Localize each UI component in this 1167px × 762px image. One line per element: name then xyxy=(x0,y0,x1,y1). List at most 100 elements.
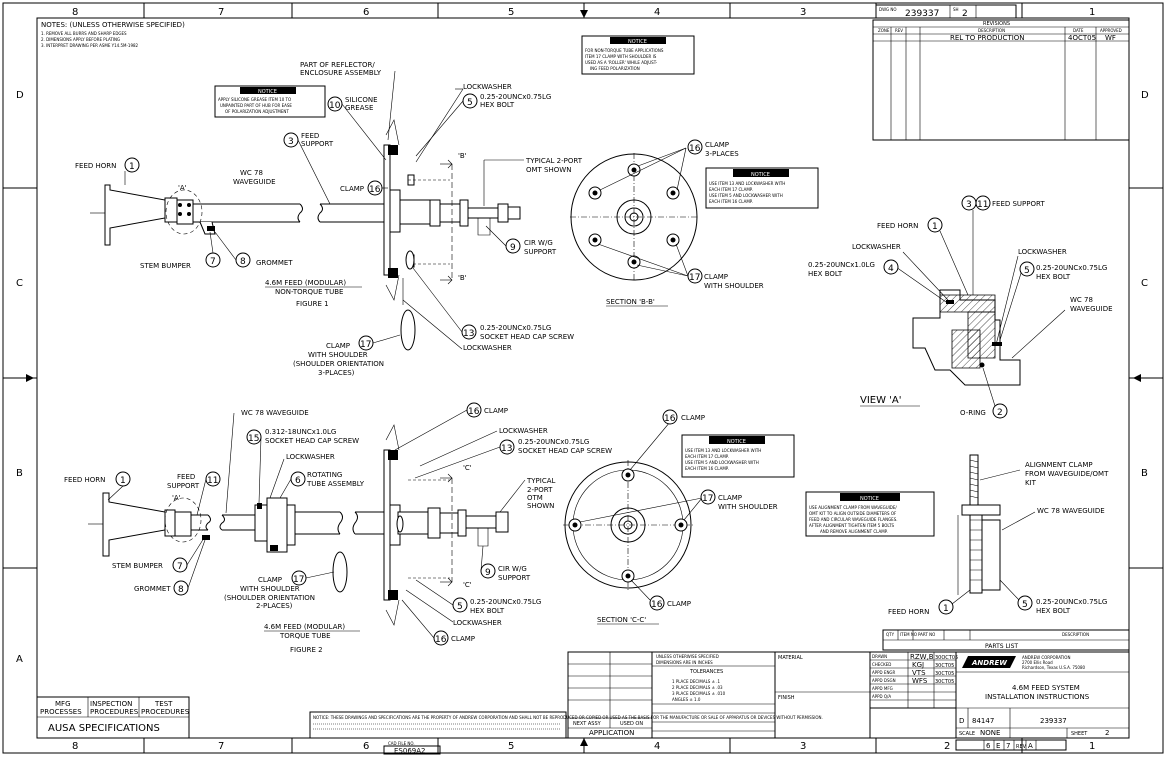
svg-text:15: 15 xyxy=(248,434,259,444)
svg-text:OF POLARIZATION ADJUSTMENT: OF POLARIZATION ADJUSTMENT xyxy=(225,109,289,114)
svg-text:FROM WAVEGUIDE/OMT: FROM WAVEGUIDE/OMT xyxy=(1025,470,1109,478)
col-label: 5 xyxy=(508,741,514,752)
svg-text:CLAMP: CLAMP xyxy=(326,342,350,350)
svg-text:HEX BOLT: HEX BOLT xyxy=(1036,273,1071,281)
svg-text:FEED AND CIRCULAR WAVEGUIDE FL: FEED AND CIRCULAR WAVEGUIDE FLANGES. xyxy=(809,517,898,522)
col-label: 6 xyxy=(363,741,369,752)
svg-text:CLAMP: CLAMP xyxy=(484,407,508,415)
svg-text:LOCKWASHER: LOCKWASHER xyxy=(463,83,512,91)
svg-text:16: 16 xyxy=(468,407,480,417)
svg-text:AND REMOVE ALIGNMENT CLAMP.: AND REMOVE ALIGNMENT CLAMP. xyxy=(820,529,888,534)
svg-text:2: 2 xyxy=(1105,729,1109,737)
svg-text:0.25-20UNCx0.75LG: 0.25-20UNCx0.75LG xyxy=(1036,264,1107,272)
svg-text:TYPICAL: TYPICAL xyxy=(526,477,556,485)
revisions-table: REVISIONS ZONE REV DESCRIPTION DATE APPR… xyxy=(872,19,1130,141)
svg-text:NEXT ASSY: NEXT ASSY xyxy=(573,721,602,727)
svg-text:GROMMET: GROMMET xyxy=(134,585,171,593)
svg-text:0.25-20UNCx1.0LG: 0.25-20UNCx1.0LG xyxy=(808,261,875,269)
svg-text:EACH ITEM 17 CLAMP.: EACH ITEM 17 CLAMP. xyxy=(709,187,753,192)
svg-text:WC 78: WC 78 xyxy=(1070,296,1093,304)
svg-text:17: 17 xyxy=(293,575,304,585)
row-label: D xyxy=(16,90,24,101)
section-c-title: SECTION 'C-C' xyxy=(597,616,646,624)
svg-text:WITH SHOULDER: WITH SHOULDER xyxy=(240,585,300,593)
svg-text:11: 11 xyxy=(207,476,218,486)
svg-text:3 PLACE DECIMALS ± .010: 3 PLACE DECIMALS ± .010 xyxy=(672,691,726,696)
svg-text:TYPICAL 2-PORT: TYPICAL 2-PORT xyxy=(525,157,583,165)
svg-text:HEX BOLT: HEX BOLT xyxy=(480,101,515,109)
svg-text:DESCRIPTION: DESCRIPTION xyxy=(1062,632,1089,637)
svg-text:2-PLACES): 2-PLACES) xyxy=(256,602,293,610)
svg-text:A: A xyxy=(1028,742,1033,750)
svg-text:SUPPORT: SUPPORT xyxy=(167,482,200,490)
svg-text:WAVEGUIDE: WAVEGUIDE xyxy=(1070,305,1113,313)
svg-text:6: 6 xyxy=(295,476,301,486)
andrew-logo xyxy=(962,656,1016,668)
svg-text:USE ALIGNMENT CLAMP FROM WAVEG: USE ALIGNMENT CLAMP FROM WAVEGUIDE/ xyxy=(809,505,897,510)
svg-text:WC 78 WAVEGUIDE: WC 78 WAVEGUIDE xyxy=(241,409,309,417)
notice-box-nontorque: NOTICE FOR NON-TORQUE TUBE APPLICATIONS … xyxy=(581,35,695,75)
svg-text:CLAMP: CLAMP xyxy=(667,600,691,608)
svg-text:13: 13 xyxy=(501,444,512,454)
svg-text:'B': 'B' xyxy=(458,274,467,282)
svg-text:USE ITEM 5 AND LOCKWASHER WITH: USE ITEM 5 AND LOCKWASHER WITH xyxy=(709,193,783,198)
svg-text:PART NO: PART NO xyxy=(918,632,935,637)
svg-text:TEST: TEST xyxy=(154,700,173,708)
section-b-title: SECTION 'B-B' xyxy=(606,298,655,306)
notice-box-alignment: NOTICE USE ALIGNMENT CLAMP FROM WAVEGUID… xyxy=(805,491,935,537)
svg-text:D: D xyxy=(959,717,964,725)
svg-text:NON-TORQUE TUBE: NON-TORQUE TUBE xyxy=(275,288,343,296)
balloon-num: 1 xyxy=(129,162,135,172)
svg-text:GREASE: GREASE xyxy=(345,104,373,112)
svg-text:INSTALLATION INSTRUCTIONS: INSTALLATION INSTRUCTIONS xyxy=(985,693,1090,701)
svg-text:3-PLACES): 3-PLACES) xyxy=(318,369,355,377)
svg-text:2: 2 xyxy=(997,408,1003,418)
col-label: 1 xyxy=(1089,741,1095,752)
note-line: 1. REMOVE ALL BURRS AND SHARP EDGES xyxy=(41,31,127,36)
col-label: 7 xyxy=(218,7,224,18)
svg-text:PARTS LIST: PARTS LIST xyxy=(985,643,1018,650)
svg-text:(SHOULDER ORIENTATION: (SHOULDER ORIENTATION xyxy=(293,360,384,368)
svg-text:USE ITEM 5 AND LOCKWASHER WITH: USE ITEM 5 AND LOCKWASHER WITH xyxy=(685,460,759,465)
svg-text:'C': 'C' xyxy=(463,464,472,472)
figure-2: 'C' 'C' 'A' 1 11 15 6 7 8 17 16 13 9 5 1… xyxy=(64,402,612,654)
col-label: 2 xyxy=(944,741,950,752)
svg-text:APPD Q/A: APPD Q/A xyxy=(872,694,891,699)
svg-text:5: 5 xyxy=(1024,266,1030,276)
svg-text:5: 5 xyxy=(457,602,463,612)
svg-text:16: 16 xyxy=(369,185,381,195)
col-label: 4 xyxy=(654,7,660,18)
svg-text:10: 10 xyxy=(329,101,341,111)
disclaimer-box: NOTICE: THESE DRAWINGS AND SPECIFICATION… xyxy=(309,711,823,739)
view-a-title: VIEW 'A' xyxy=(860,395,902,406)
svg-text:16: 16 xyxy=(651,600,663,610)
item-balloon-1 xyxy=(124,157,140,173)
svg-text:ITEM NO: ITEM NO xyxy=(900,632,917,637)
figure1-label: FIGURE 1 xyxy=(296,300,329,308)
svg-text:9: 9 xyxy=(485,568,491,578)
svg-text:SOCKET HEAD CAP SCREW: SOCKET HEAD CAP SCREW xyxy=(518,447,612,455)
col-label: 8 xyxy=(72,741,78,752)
svg-text:KIT: KIT xyxy=(1025,479,1037,487)
notice-box-section-b: NOTICE USE ITEM 13 AND LOCKWASHER WITH E… xyxy=(705,167,819,209)
svg-text:FEED: FEED xyxy=(301,132,319,140)
svg-text:SUPPORT: SUPPORT xyxy=(524,248,557,256)
signoff-block: DRAWN RZW,B 30OCT05 CHECKED KGJ 30CT05 A… xyxy=(869,651,958,709)
column-labels: 8 7 6 5 4 3 1 8 7 6 5 4 3 2 1 xyxy=(72,7,1095,752)
revision-approved: WF xyxy=(1105,34,1116,42)
notice-box-section-c: NOTICE USE ITEM 13 AND LOCKWASHER WITH E… xyxy=(681,434,795,478)
svg-text:0.25-20UNCx0.75LG: 0.25-20UNCx0.75LG xyxy=(480,324,551,332)
svg-text:4: 4 xyxy=(888,264,894,274)
svg-text:DIMENSIONS ARE IN INCHES: DIMENSIONS ARE IN INCHES xyxy=(656,660,713,665)
svg-text:CLAMP: CLAMP xyxy=(340,185,364,193)
svg-text:SCALE: SCALE xyxy=(959,731,975,737)
material-block: MATERIAL FINISH xyxy=(774,651,871,739)
svg-text:ALIGNMENT CLAMP: ALIGNMENT CLAMP xyxy=(1025,461,1093,469)
svg-text:PROCEDURES: PROCEDURES xyxy=(90,708,139,716)
svg-text:TORQUE TUBE: TORQUE TUBE xyxy=(279,632,331,640)
application-block: NEXT ASSY USED ON APPLICATION xyxy=(567,651,653,739)
svg-text:2-PORT: 2-PORT xyxy=(527,486,553,494)
svg-text:8: 8 xyxy=(178,585,184,595)
svg-text:WFS: WFS xyxy=(912,677,928,685)
figure-1: 'B' 'B' 'A' 1 7 8 3 10 16 5 9 13 17 xyxy=(75,35,695,377)
